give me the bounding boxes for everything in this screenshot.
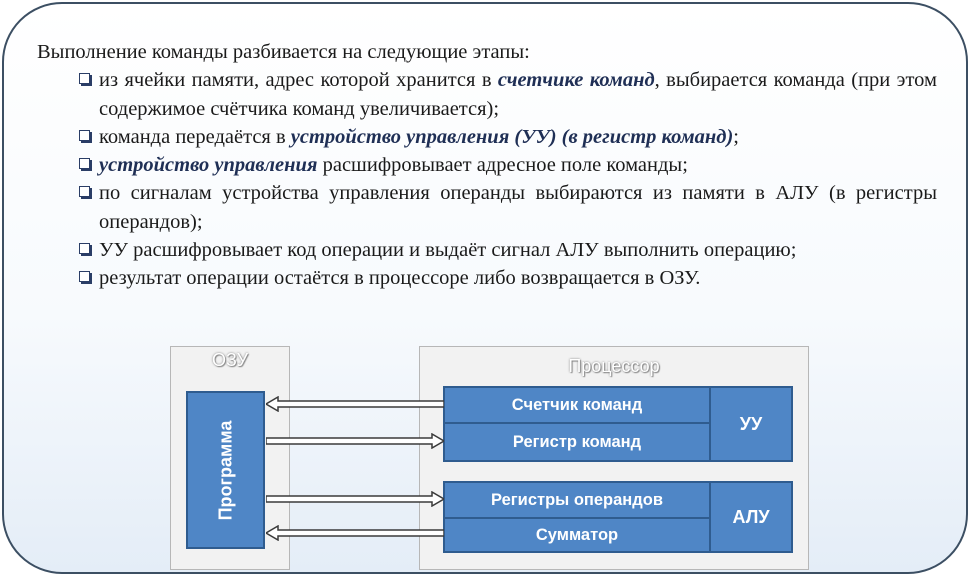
alu-block: АЛУ [709, 481, 793, 553]
step-emphasis: устройство управления (УУ) (в регистр ко… [290, 125, 734, 148]
arrow-right-icon [266, 491, 444, 507]
step-item: результат операции остаётся в процессоре… [37, 264, 937, 292]
step-text-end: ; [733, 125, 739, 148]
step-text: по сигналам устройства управления операн… [99, 182, 937, 233]
instruction-register-label: Регистр команд [512, 432, 642, 451]
steps-list: из ячейки памяти, адрес которой хранится… [37, 66, 937, 292]
step-item: команда передаётся в устройство управлен… [37, 123, 937, 151]
operand-registers-label: Регистры операндов [491, 490, 663, 509]
step-emphasis: счетчике команд [497, 69, 655, 92]
control-unit-block: УУ [709, 386, 793, 462]
intro-text: Выполнение команды разбивается на следую… [37, 41, 530, 63]
program-block: Программа [186, 391, 265, 549]
step-item: УУ расшифровывает код операции и выдаёт … [37, 236, 937, 264]
step-emphasis: устройство управления [99, 154, 318, 177]
step-item: из ячейки памяти, адрес которой хранится… [37, 66, 937, 123]
checkbox-bullet-icon [79, 271, 90, 283]
operand-registers-block: Регистры операндов [443, 481, 711, 519]
checkbox-bullet-icon [79, 158, 90, 170]
step-item: устройство управления расшифровывает адр… [37, 151, 937, 179]
step-text: из ячейки памяти, адрес которой хранится… [99, 69, 498, 92]
checkbox-bullet-icon [79, 129, 90, 141]
alu-label: АЛУ [732, 506, 770, 527]
step-text: команда передаётся в [99, 125, 291, 148]
step-text: результат операции остаётся в процессоре… [99, 267, 701, 290]
checkbox-bullet-icon [79, 73, 90, 85]
step-item: по сигналам устройства управления операн… [37, 179, 937, 236]
arrow-right-icon [266, 433, 444, 449]
step-text-end: , выбирается команда (при этом содержимо… [99, 69, 937, 120]
step-text: УУ расшифровывает код операции и выдаёт … [99, 239, 797, 262]
instruction-register-block: Регистр команд [443, 422, 711, 462]
arrow-left-icon [266, 525, 444, 541]
checkbox-bullet-icon [79, 186, 90, 198]
cpu-title: Процессор [568, 356, 660, 376]
adder-block: Сумматор [443, 517, 711, 553]
program-label: Программа [215, 420, 235, 520]
control-unit-label: УУ [739, 413, 763, 434]
program-counter-block: Счетчик команд [443, 386, 711, 424]
arrow-left-icon [266, 396, 444, 412]
ram-title: ОЗУ [211, 350, 249, 370]
step-text-end: расшифровывает адресное поле команды; [317, 154, 688, 177]
program-counter-label: Счетчик команд [511, 395, 643, 414]
text-block: Выполнение команды разбивается на следую… [37, 38, 937, 293]
adder-label: Сумматор [535, 525, 619, 544]
checkbox-bullet-icon [79, 243, 90, 255]
